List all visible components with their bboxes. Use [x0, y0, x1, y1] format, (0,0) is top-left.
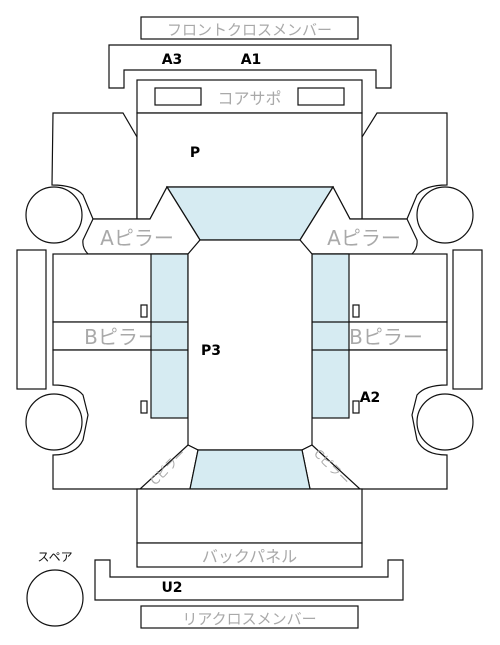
right-rear-door-handle[interactable]	[352, 400, 360, 414]
left-rear-wheel[interactable]	[25, 393, 83, 451]
back-panel-label: バックパネル	[202, 547, 297, 566]
trunk-part[interactable]	[136, 488, 363, 544]
right-headlight-part[interactable]	[297, 87, 345, 106]
left-a-pillar-label: Aピラー	[100, 226, 174, 250]
marker-p3: P3	[201, 343, 221, 359]
front-cross-member-box[interactable]	[140, 16, 359, 40]
core-support-label: コアサポ	[217, 89, 281, 108]
right-front-wheel[interactable]	[416, 186, 474, 244]
left-side-window-part[interactable]	[150, 253, 189, 419]
front-cross-member-label: フロントクロスメンバー	[167, 21, 332, 39]
marker-a1: A1	[241, 52, 262, 68]
rear-cross-member-box[interactable]	[140, 605, 359, 629]
marker-a2: A2	[360, 390, 381, 406]
rear-cross-member-label: リアクロスメンバー	[182, 610, 316, 628]
marker-a3: A3	[162, 52, 183, 68]
spare-tire[interactable]	[26, 569, 84, 627]
right-front-door-handle[interactable]	[352, 304, 360, 318]
left-a-pillar-part[interactable]	[82, 185, 201, 255]
right-a-pillar-label: Aピラー	[327, 226, 401, 250]
rear-bumper-part[interactable]	[94, 559, 404, 601]
left-front-door-handle[interactable]	[140, 304, 148, 318]
marker-u2: U2	[161, 580, 182, 596]
right-side-window-part[interactable]	[311, 253, 350, 419]
left-rear-door-handle[interactable]	[140, 400, 148, 414]
left-headlight-part[interactable]	[154, 87, 202, 106]
back-panel-part[interactable]	[136, 542, 363, 568]
marker-p: P	[190, 145, 200, 161]
left-front-wheel[interactable]	[25, 186, 83, 244]
rear-window-part[interactable]	[189, 449, 311, 490]
left-b-pillar-label: Bピラー	[84, 325, 158, 349]
right-side-step-part[interactable]	[452, 249, 483, 390]
spare-label: スペア	[37, 550, 72, 564]
left-side-step-part[interactable]	[16, 249, 47, 390]
right-rear-wheel[interactable]	[416, 393, 474, 451]
front-bumper-part[interactable]	[108, 44, 392, 89]
right-b-pillar-label: Bピラー	[349, 325, 423, 349]
